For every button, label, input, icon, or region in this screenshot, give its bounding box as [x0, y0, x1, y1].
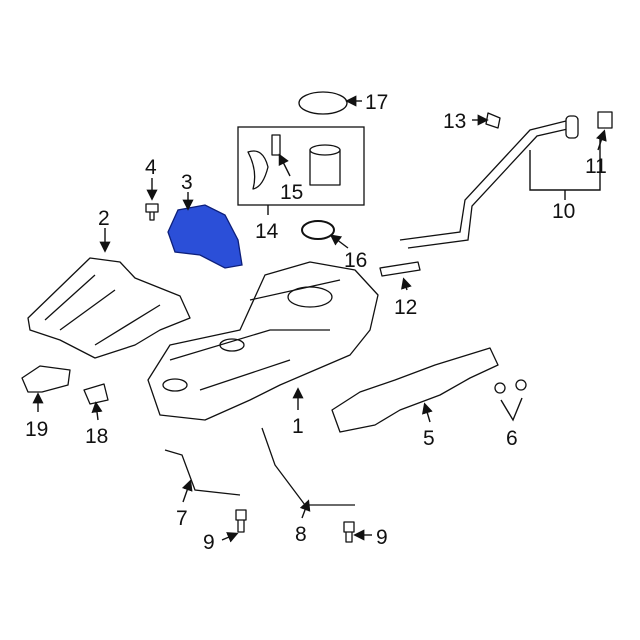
hose-part[interactable]: [379, 261, 421, 277]
callout-12[interactable]: 12: [394, 296, 417, 319]
bolt-part[interactable]: [343, 521, 355, 543]
o-ring-part[interactable]: [301, 220, 335, 240]
heat-shield-highlighted-part[interactable]: [167, 204, 243, 269]
tank-strap-part[interactable]: [164, 449, 241, 496]
callout-8[interactable]: 8: [295, 523, 307, 546]
callout-7[interactable]: 7: [176, 507, 188, 530]
callout-6[interactable]: 6: [506, 427, 518, 450]
fuel-pump-kit-box: [237, 126, 365, 206]
clip-part[interactable]: [515, 379, 527, 391]
callout-1[interactable]: 1: [292, 415, 304, 438]
bolt-part[interactable]: [235, 509, 247, 533]
leader-lines: [32, 95, 607, 543]
callout-14[interactable]: 14: [255, 220, 279, 243]
callout-19[interactable]: 19: [25, 418, 48, 441]
callout-10[interactable]: 10: [552, 200, 575, 223]
heat-shield-part[interactable]: [27, 257, 191, 359]
tank-strap-part[interactable]: [261, 427, 355, 506]
callout-4[interactable]: 4: [145, 156, 157, 179]
clip-part[interactable]: [494, 382, 506, 394]
callout-13[interactable]: 13: [443, 110, 466, 133]
sensor-part[interactable]: [485, 112, 501, 129]
callout-16[interactable]: 16: [344, 249, 367, 272]
callout-18[interactable]: 18: [85, 425, 108, 448]
callout-5[interactable]: 5: [423, 427, 435, 450]
bracket-part[interactable]: [83, 383, 109, 405]
fuel-tank-part[interactable]: [147, 261, 379, 421]
callout-9[interactable]: 9: [203, 531, 215, 554]
callout-15[interactable]: 15: [280, 181, 303, 204]
shield-part[interactable]: [331, 347, 499, 433]
filler-pipe-part[interactable]: [399, 119, 571, 241]
bolt-part[interactable]: [145, 203, 159, 221]
bracket-part[interactable]: [21, 365, 71, 393]
callout-2[interactable]: 2: [98, 207, 110, 230]
filler-cap-part[interactable]: [597, 111, 613, 129]
callout-9[interactable]: 9: [376, 526, 388, 549]
lock-ring-part[interactable]: [298, 91, 348, 115]
callout-17[interactable]: 17: [365, 91, 388, 114]
callout-3[interactable]: 3: [181, 171, 193, 194]
callout-11[interactable]: 11: [585, 155, 607, 178]
